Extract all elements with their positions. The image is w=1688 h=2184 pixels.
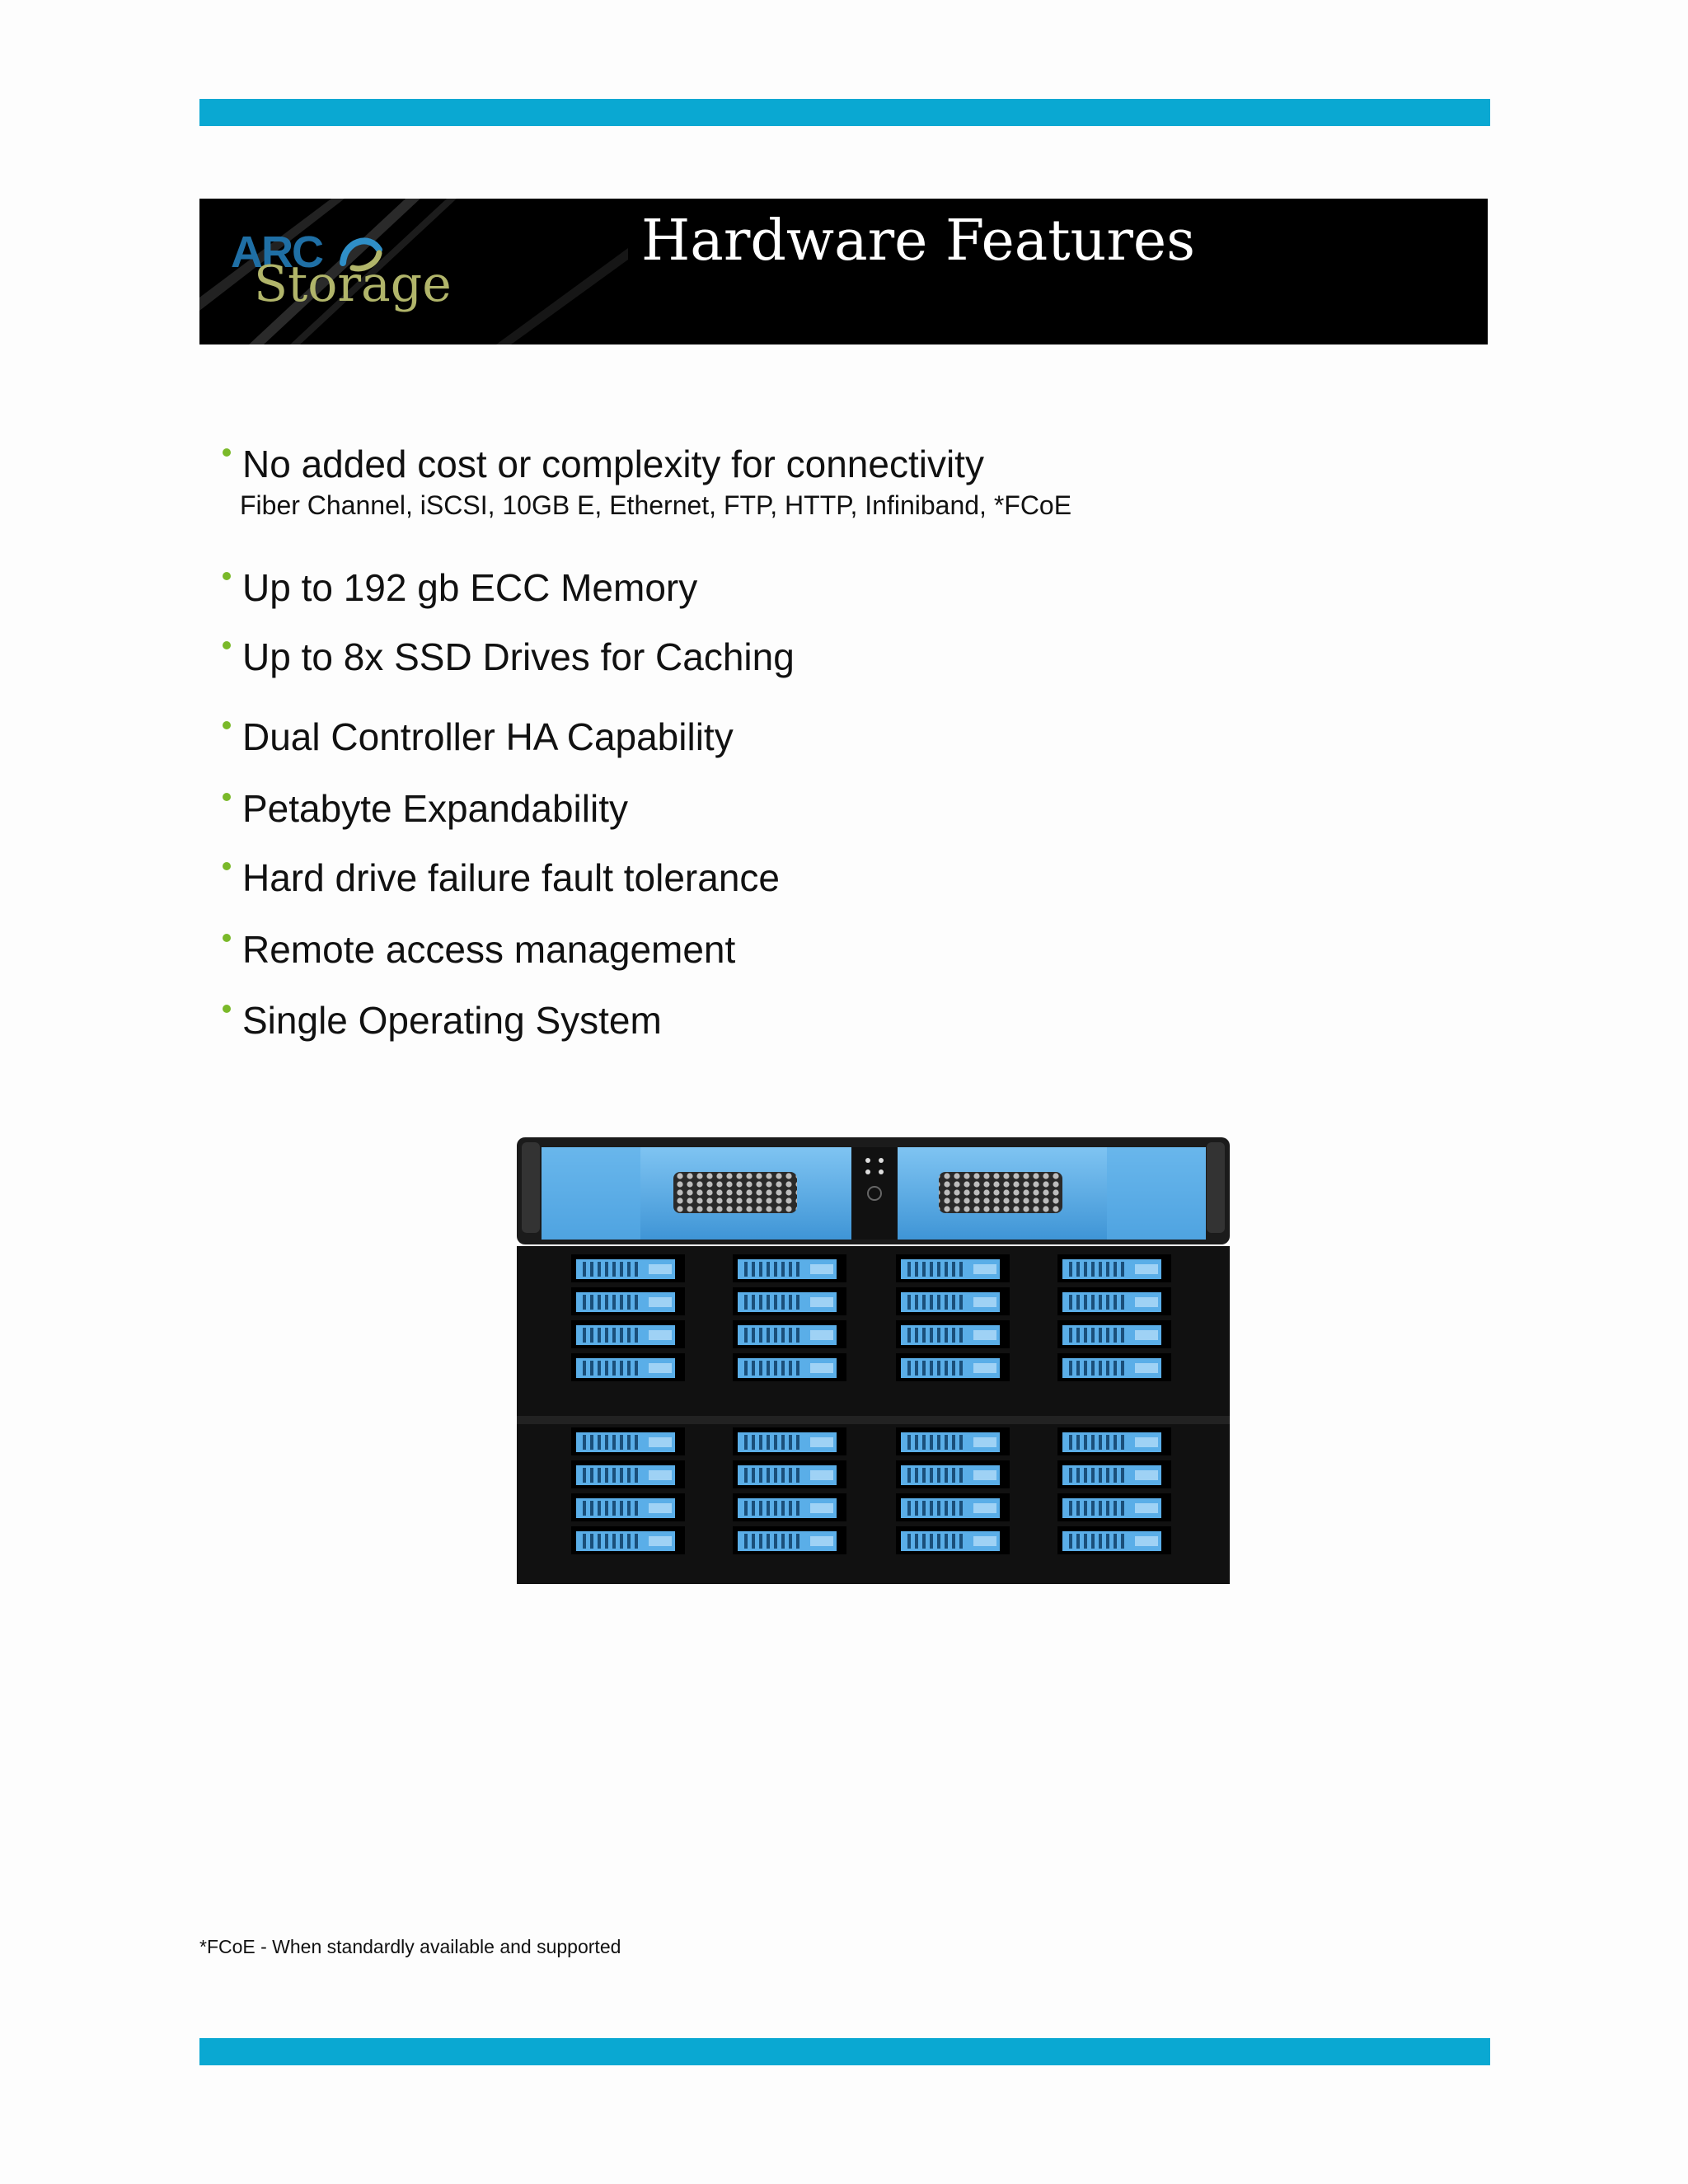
feature-item: Up to 8x SSD Drives for Caching <box>223 638 795 676</box>
drive-bay <box>733 1320 846 1348</box>
drive-bay <box>1057 1526 1171 1554</box>
slide-header: ARC Storage Hardware Features <box>199 199 1488 344</box>
drive-bay <box>571 1353 685 1381</box>
logo-swirl-icon <box>340 237 382 272</box>
drive-bay <box>1057 1427 1171 1455</box>
feature-text: Up to 192 gb ECC Memory <box>242 566 698 609</box>
connectivity-detail: Fiber Channel, iSCSI, 10GB E, Ethernet, … <box>240 490 1072 520</box>
feature-item: Remote access management <box>223 930 735 968</box>
header-streaks <box>199 199 628 344</box>
feature-item: No added cost or complexity for connecti… <box>223 445 984 483</box>
feature-text: Petabyte Expandability <box>242 787 628 830</box>
bullet-icon <box>223 721 231 729</box>
feature-item: Single Operating System <box>223 1001 662 1039</box>
feature-item: Petabyte Expandability <box>223 790 628 827</box>
storage-server-image <box>517 1137 1230 1584</box>
drive-bay <box>896 1254 1010 1282</box>
drive-bay <box>1057 1320 1171 1348</box>
drive-bay <box>896 1427 1010 1455</box>
drive-bay <box>571 1493 685 1521</box>
drive-bay <box>571 1526 685 1554</box>
feature-text: Single Operating System <box>242 999 662 1042</box>
drive-bay <box>1057 1254 1171 1282</box>
feature-text: Up to 8x SSD Drives for Caching <box>242 635 795 678</box>
drive-bay <box>733 1493 846 1521</box>
bullet-icon <box>223 934 231 942</box>
bullet-icon <box>223 572 231 580</box>
drive-bay <box>1057 1493 1171 1521</box>
feature-text: Remote access management <box>242 928 736 971</box>
bottom-accent-bar <box>199 2038 1490 2065</box>
feature-text: No added cost or complexity for connecti… <box>242 443 984 485</box>
feature-item: Hard drive failure fault tolerance <box>223 859 780 897</box>
drive-bay <box>896 1353 1010 1381</box>
feature-text: Hard drive failure fault tolerance <box>242 856 780 899</box>
feature-item: Dual Controller HA Capability <box>223 718 734 756</box>
arc-storage-logo: ARC Storage <box>231 230 462 329</box>
logo-text-storage: Storage <box>254 255 452 313</box>
bullet-icon <box>223 1005 231 1013</box>
feature-item: Up to 192 gb ECC Memory <box>223 569 697 607</box>
top-accent-bar <box>199 99 1490 126</box>
logo-text-arc: ARC <box>231 227 324 277</box>
footnote: *FCoE - When standardly available and su… <box>199 1936 621 1957</box>
drive-bay <box>733 1287 846 1315</box>
feature-list: No added cost or complexity for connecti… <box>0 0 1688 1071</box>
drive-bay <box>733 1526 846 1554</box>
drive-bay <box>571 1254 685 1282</box>
drive-bay <box>896 1526 1010 1554</box>
bullet-icon <box>223 641 231 649</box>
drive-bay <box>571 1427 685 1455</box>
bullet-icon <box>223 448 231 457</box>
drive-bay <box>733 1427 846 1455</box>
feature-text: Dual Controller HA Capability <box>242 715 734 758</box>
drive-bay <box>733 1460 846 1488</box>
drive-bay <box>733 1353 846 1381</box>
bullet-icon <box>223 793 231 801</box>
drive-bay <box>896 1493 1010 1521</box>
page-title: Hardware Features <box>641 209 1195 274</box>
drive-bay <box>896 1320 1010 1348</box>
drive-bay <box>1057 1353 1171 1381</box>
drive-bay <box>1057 1460 1171 1488</box>
drive-bay <box>571 1287 685 1315</box>
drive-bay <box>571 1320 685 1348</box>
drive-bay <box>896 1287 1010 1315</box>
bullet-icon <box>223 862 231 870</box>
drive-bay <box>1057 1287 1171 1315</box>
drive-bay <box>733 1254 846 1282</box>
drive-bay <box>571 1460 685 1488</box>
drive-bay <box>896 1460 1010 1488</box>
